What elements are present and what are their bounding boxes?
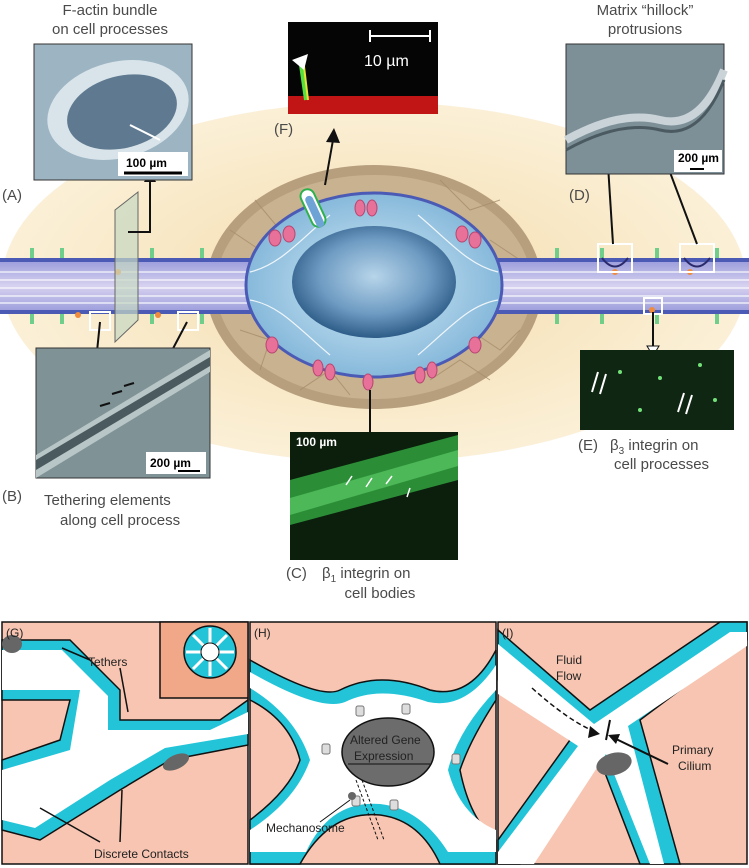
integrins <box>265 199 482 391</box>
label-gene-line1: Altered Gene <box>350 733 421 747</box>
caption-c-beta: β <box>322 565 331 582</box>
label-fluid-line1: Fluid <box>556 653 582 667</box>
panel-label-b: (B) <box>2 488 22 505</box>
panel-label-h: (H) <box>254 626 271 640</box>
panel-g <box>1 621 249 865</box>
panel-label-d: (D) <box>569 187 590 204</box>
scale-bar-b-label: 200 µm <box>150 456 191 470</box>
micrograph-a <box>33 43 193 181</box>
caption-c-sub: 1 <box>331 574 337 585</box>
caption-c-line1: β1 integrin on <box>322 565 410 585</box>
scale-bar-f-label: 10 µm <box>364 53 409 70</box>
caption-e-line2: cell processes <box>614 456 709 473</box>
label-gene-line2: Expression <box>354 749 413 763</box>
caption-c-rest: integrin on <box>336 565 410 582</box>
panel-h <box>249 621 497 865</box>
caption-b-line1: Tethering elements <box>44 492 171 509</box>
scale-bar-a-label: 100 µm <box>126 156 167 170</box>
scale-bar-d-label: 200 µm <box>678 151 719 165</box>
caption-c-line2: cell bodies <box>345 585 416 602</box>
micrograph-c <box>290 432 458 560</box>
label-cilium-line1: Primary <box>672 743 713 757</box>
caption-e-beta: β <box>610 437 619 454</box>
caption-e-sub: 3 <box>619 446 625 457</box>
label-mechanosome: Mechanosome <box>266 821 345 835</box>
nucleus <box>292 226 456 338</box>
caption-d-line2: protrusions <box>608 21 682 38</box>
micrograph-f <box>288 22 438 114</box>
label-discrete-contacts: Discrete Contacts <box>94 847 189 861</box>
panel-label-f: (F) <box>274 121 293 138</box>
primary-cilium <box>299 188 327 228</box>
micrograph-d <box>564 43 728 175</box>
label-cilium-line2: Cilium <box>678 759 711 773</box>
caption-e-rest: integrin on <box>624 437 698 454</box>
caption-a-line1: F-actin bundle <box>62 2 157 19</box>
micrograph-b <box>35 347 211 479</box>
panel-label-i: (I) <box>502 626 513 640</box>
panel-i <box>497 621 748 865</box>
scale-bar-c-label: 100 µm <box>296 435 337 449</box>
caption-d-line1: Matrix “hillock” <box>597 2 694 19</box>
panel-label-e: (E) <box>578 437 598 454</box>
panel-label-a: (A) <box>2 187 22 204</box>
section-plane <box>114 190 139 344</box>
caption-a-line2: on cell processes <box>52 21 168 38</box>
label-fluid-line2: Flow <box>556 669 582 683</box>
hillock-bumps <box>601 257 711 268</box>
micrograph-e <box>580 350 734 430</box>
panel-label-g: (G) <box>6 626 23 640</box>
label-tethers: Tethers <box>88 655 127 669</box>
caption-e-line1: β3 integrin on <box>610 437 698 457</box>
caption-b-line2: along cell process <box>60 512 180 529</box>
panel-label-c: (C) <box>286 565 307 582</box>
